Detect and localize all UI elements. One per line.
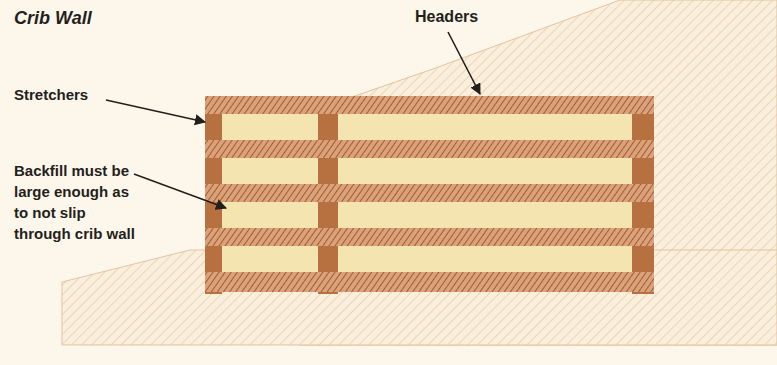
stretcher bbox=[205, 96, 338, 114]
leader-arrow bbox=[448, 32, 480, 94]
crib-wall bbox=[205, 96, 654, 294]
header bbox=[338, 96, 654, 114]
stretcher bbox=[205, 140, 338, 158]
stretcher bbox=[205, 228, 338, 246]
part-label: Stretchers bbox=[14, 86, 88, 103]
header bbox=[338, 272, 654, 292]
header bbox=[338, 228, 654, 246]
leader-arrow bbox=[106, 100, 205, 122]
title: Crib Wall bbox=[14, 8, 92, 29]
header bbox=[338, 184, 654, 202]
stretcher bbox=[205, 184, 338, 202]
header bbox=[338, 140, 654, 158]
stretcher bbox=[205, 272, 338, 292]
note: Backfill must be large enough as to not … bbox=[14, 160, 136, 244]
part-label: Headers bbox=[415, 8, 478, 26]
leader-arrow bbox=[134, 174, 226, 208]
